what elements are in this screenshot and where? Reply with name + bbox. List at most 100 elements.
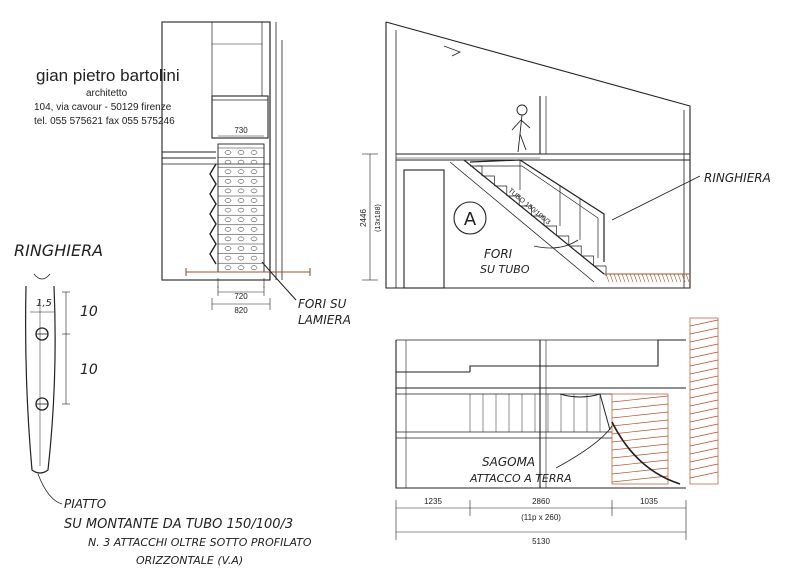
brick-hatch — [611, 411, 669, 419]
tread-hole — [237, 198, 245, 203]
brick-hatch — [689, 471, 719, 479]
brick-hatch — [689, 383, 719, 391]
brick-hatch — [689, 463, 719, 471]
section-step — [581, 255, 594, 266]
section-height-sub: (13x188) — [375, 204, 382, 232]
elev-dim-total: 5130 — [532, 537, 550, 546]
tread-hole — [237, 255, 245, 261]
plan-dim-inner: 720 — [234, 292, 248, 301]
brick-hatch — [689, 351, 719, 359]
tread-hole — [224, 246, 232, 251]
floor-hatch — [653, 273, 658, 283]
section-step — [556, 235, 570, 246]
section-step — [494, 185, 508, 196]
tread-hole — [250, 246, 258, 251]
floor-hatch — [661, 273, 666, 283]
elevation-view — [395, 317, 719, 540]
tread-hole — [237, 188, 245, 194]
brick-hatch — [689, 439, 719, 447]
floor-hatch — [621, 273, 626, 283]
tread-hole — [237, 236, 245, 242]
tread-hole — [250, 207, 258, 213]
tread-hole — [224, 198, 232, 203]
plan-dim-top: 730 — [234, 126, 248, 135]
section-view — [362, 21, 701, 289]
brick-hatch — [689, 455, 719, 463]
floor-hatch — [665, 273, 670, 283]
section-step — [569, 245, 582, 256]
section-holes-line2: SU TUBO — [480, 263, 530, 276]
brick-hatch — [689, 367, 719, 375]
tread-hole — [237, 159, 245, 165]
section-step — [507, 195, 520, 206]
brick-hatch — [689, 415, 719, 423]
tread-hole — [224, 227, 232, 232]
tread-hole — [250, 265, 258, 270]
elev-dim-left: 1235 — [424, 497, 442, 506]
tread-hole — [250, 159, 258, 165]
elev-note-line2: ATTACCO A TERRA — [469, 472, 572, 485]
detail-dim-top: 10 — [80, 304, 98, 320]
floor-hatch — [685, 273, 690, 283]
floor-hatch — [617, 273, 622, 283]
brick-hatch — [689, 407, 719, 415]
section-holes-line1: FORI — [484, 247, 513, 261]
brick-hatch — [689, 431, 719, 439]
floor-hatch — [657, 273, 662, 283]
architect-address: 104, via cavour - 50129 firenze — [34, 102, 172, 113]
tread-hole — [237, 217, 245, 222]
elev-dim-right: 1035 — [640, 497, 658, 506]
tread-hole — [224, 169, 232, 174]
tread-hole — [237, 150, 245, 155]
detail-spec-line2: N. 3 ATTACCHI OLTRE SOTTO PROFILATO — [88, 536, 312, 549]
tread-hole — [224, 265, 232, 270]
section-step — [544, 225, 557, 236]
architect-contacts: tel. 055 575621 fax 055 575246 — [34, 116, 175, 127]
brick-hatch — [611, 467, 669, 475]
brick-hatch — [689, 327, 719, 335]
tread-hole — [237, 179, 245, 184]
elev-dim-mid-sub: (11p x 260) — [521, 513, 561, 522]
tread-hole — [250, 179, 258, 184]
floor-hatch — [633, 273, 638, 283]
section-height-dim: 2446 — [359, 209, 368, 227]
brick-hatch — [689, 343, 719, 351]
tread-hole — [250, 169, 258, 174]
brick-hatch — [611, 459, 669, 467]
brick-hatch — [689, 375, 719, 383]
floor-hatch — [681, 273, 686, 283]
plan-dim-outer: 820 — [234, 306, 248, 315]
elev-dim-mid: 2860 — [532, 497, 550, 506]
brick-hatch — [611, 435, 669, 443]
brick-wall — [611, 393, 669, 485]
floor-hatch — [637, 273, 642, 283]
detail-title: RINGHIERA — [14, 241, 103, 260]
brick-hatch — [611, 475, 669, 483]
tread-hole — [224, 207, 232, 213]
brick-hatch — [689, 447, 719, 455]
elev-note-line1: SAGOMA — [482, 455, 535, 469]
architect-name: gian pietro bartolini — [36, 66, 180, 85]
tread-hole — [250, 198, 258, 203]
tread-hole — [250, 150, 258, 155]
plan-view — [161, 21, 311, 310]
tread-hole — [237, 246, 245, 251]
floor-hatch — [673, 273, 678, 283]
section-step — [470, 165, 483, 176]
floor-hatch — [609, 273, 614, 283]
tread-hole — [250, 188, 258, 194]
section-ringhiera-label: RINGHIERA — [704, 171, 771, 185]
brick-hatch — [611, 419, 669, 427]
detail-spec-line1: SU MONTANTE DA TUBO 150/100/3 — [64, 517, 293, 532]
brick-hatch — [611, 427, 669, 435]
brick-hatch — [689, 335, 719, 343]
floor-hatch — [669, 273, 674, 283]
tread-hole — [237, 265, 245, 270]
floor-hatch — [605, 273, 610, 283]
plan-note-line2: LAMIERA — [298, 313, 351, 327]
human-figure — [511, 104, 531, 153]
floor-hatch — [677, 273, 682, 283]
brick-hatch — [611, 403, 669, 411]
brick-hatch — [689, 391, 719, 399]
